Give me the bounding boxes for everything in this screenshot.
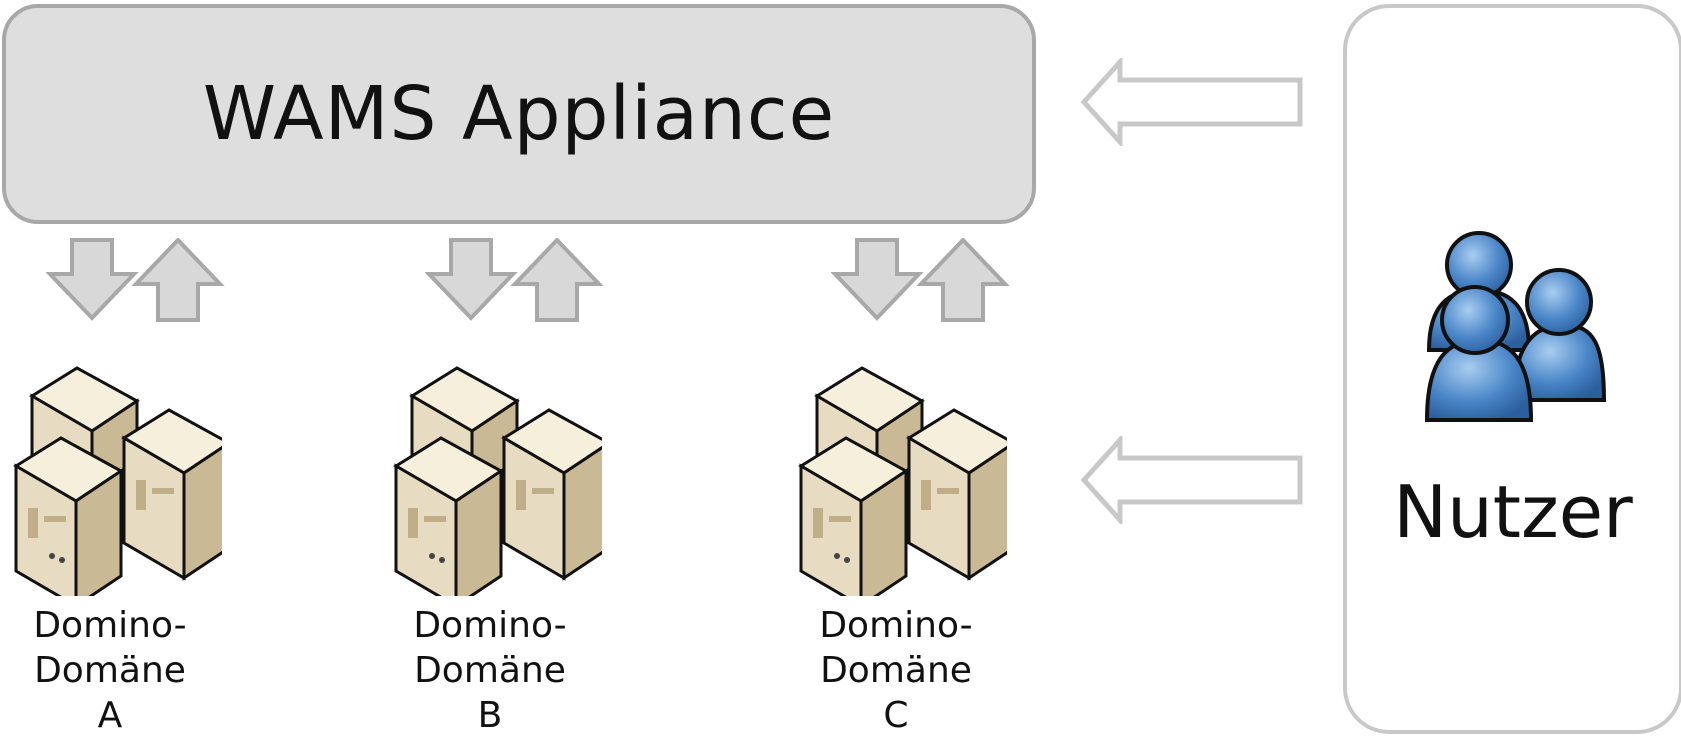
down-arrow-icon — [425, 238, 518, 321]
domain-label-line: Domäne — [820, 650, 972, 691]
server-icon — [501, 408, 602, 581]
up-arrow-icon — [916, 238, 1010, 322]
data-exchange-arrows-a — [46, 238, 225, 322]
left-arrow-icon — [1080, 58, 1303, 146]
up-arrow-icon — [131, 238, 225, 322]
domain-label-line: A — [97, 695, 123, 736]
server-cluster-icon — [393, 366, 602, 596]
up-arrow-icon — [510, 238, 604, 322]
domain-label-line: Domino- — [413, 605, 567, 646]
server-cluster-icon — [13, 366, 222, 596]
wams-appliance-box: WAMS Appliance — [2, 4, 1036, 224]
domain-label-line: Domäne — [34, 650, 186, 691]
domain-label-b: Domino- Domäne B — [390, 603, 590, 738]
user-label: Nutzer — [1393, 470, 1633, 554]
domain-label-c: Domino- Domäne C — [796, 603, 996, 738]
domain-label-line: Domino- — [33, 605, 187, 646]
left-arrow-icon — [1080, 436, 1303, 524]
server-icon — [13, 436, 124, 596]
domain-label-line: Domino- — [819, 605, 973, 646]
down-arrow-icon — [831, 238, 924, 321]
down-arrow-icon — [46, 238, 139, 321]
user-panel: Nutzer — [1343, 4, 1681, 734]
user-group-icon — [1424, 231, 1607, 422]
data-exchange-arrows-c — [831, 238, 1010, 322]
domain-label-a: Domino- Domäne A — [10, 603, 210, 738]
server-icon — [906, 408, 1007, 581]
server-icon — [121, 408, 222, 581]
server-icon — [393, 436, 504, 596]
server-cluster-icon — [798, 366, 1007, 596]
domain-label-line: C — [883, 695, 909, 736]
domain-label-line: B — [477, 695, 503, 736]
server-icon — [798, 436, 909, 596]
domain-label-line: Domäne — [414, 650, 566, 691]
data-exchange-arrows-b — [425, 238, 604, 322]
appliance-title: WAMS Appliance — [202, 71, 836, 157]
